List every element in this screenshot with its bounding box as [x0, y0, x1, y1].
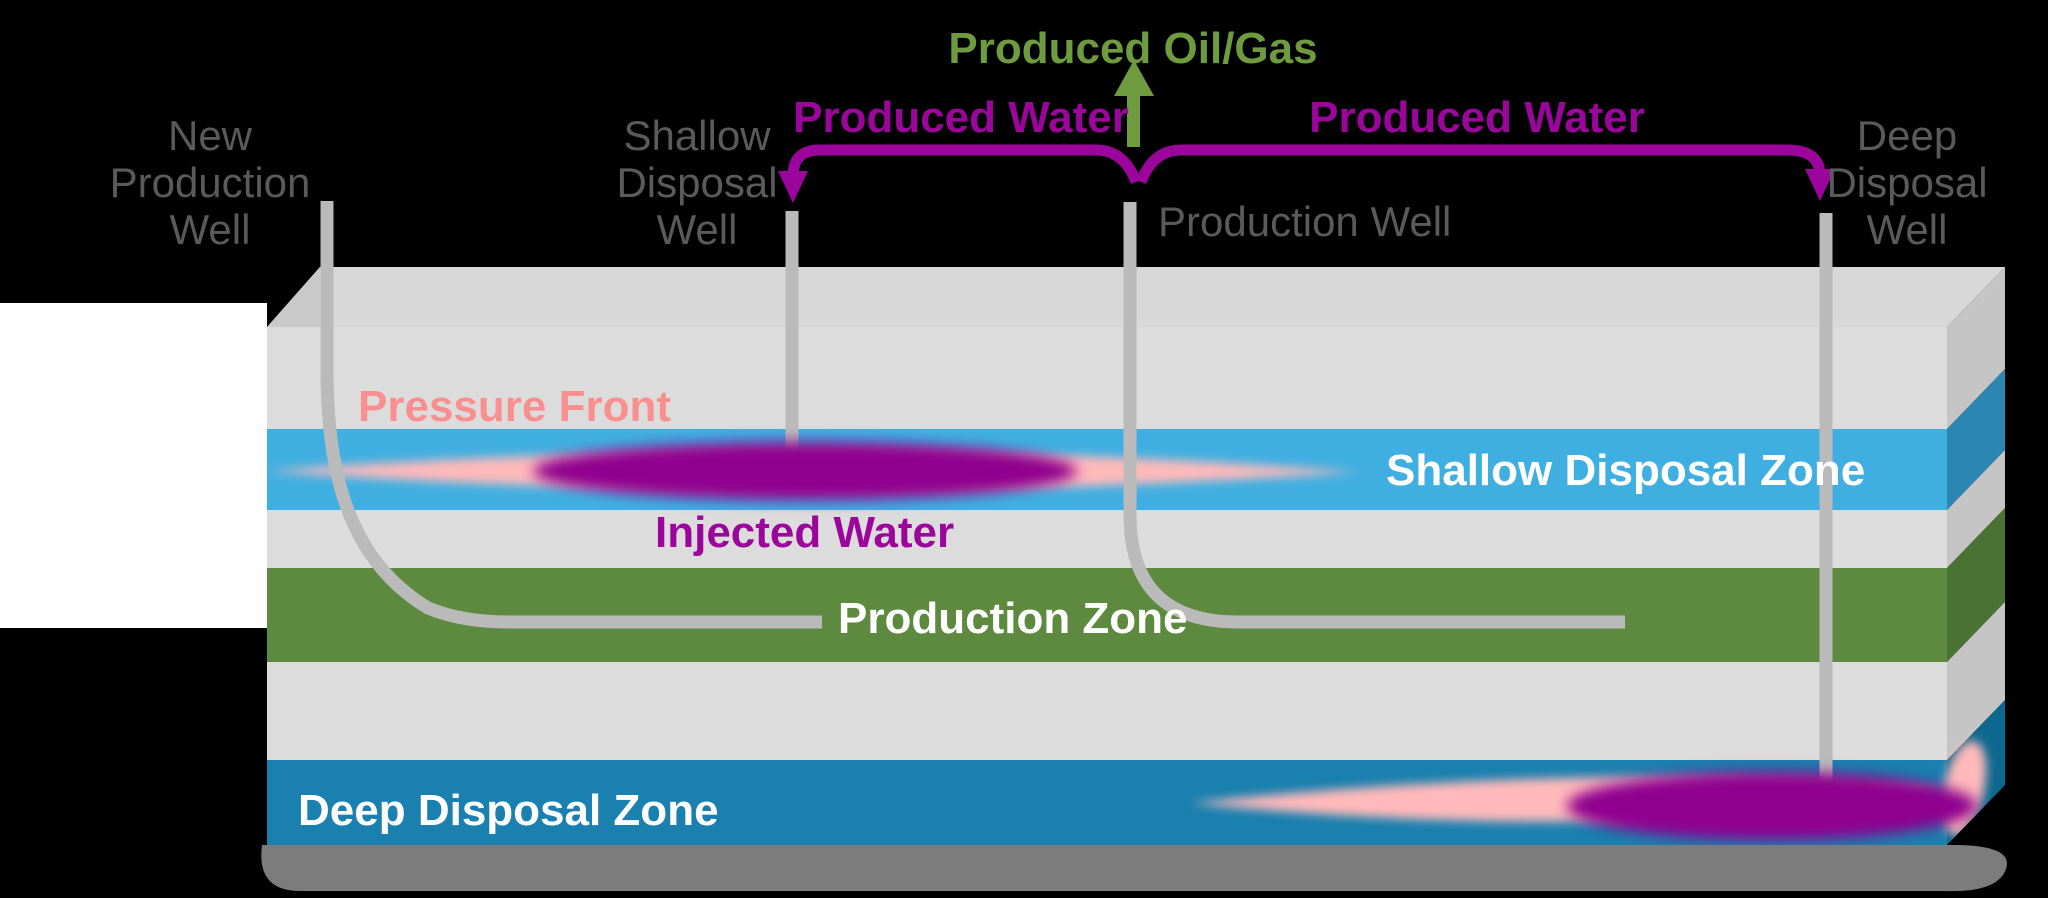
label-line: Disposal [616, 159, 778, 206]
produced-water-arrow-right [1135, 144, 1826, 185]
left-white-panel [0, 303, 267, 628]
label-line: Disposal [1826, 159, 1988, 206]
block-top-left-bevel [267, 267, 320, 327]
label-line: Shallow [623, 112, 771, 159]
shallow-disposal-zone-label: Shallow Disposal Zone [1386, 446, 1866, 495]
produced-water-arrow-left [787, 144, 1142, 185]
layer-interburden-1 [267, 510, 1947, 568]
label-line: Well [656, 206, 738, 253]
label-line: Production [109, 159, 311, 206]
production-zone-label: Production Zone [838, 594, 1188, 643]
layer-overburden-1 [267, 327, 1947, 429]
layer-interburden-2 [267, 662, 1947, 760]
produced-water-arrowhead-right [1805, 169, 1835, 201]
new-production-well-pipe [320, 201, 822, 629]
produced-water-label-left: Produced Water [793, 93, 1129, 142]
side-interburden-2 [1947, 602, 2005, 760]
side-shallow-disposal-zone [1947, 369, 2005, 510]
shallow-disposal-well-label: Shallow Disposal Well [522, 112, 872, 253]
deep-injected-water-plume [1567, 772, 1977, 840]
production-well-label: Production Well [1158, 198, 1452, 245]
block-shadow [261, 845, 2007, 892]
new-production-well-label: New Production Well [35, 112, 385, 253]
label-line: Deep [1856, 112, 1958, 159]
produced-oilgas-label: Produced Oil/Gas [948, 24, 1318, 73]
injected-water-label: Injected Water [655, 508, 955, 557]
label-line: Well [169, 206, 251, 253]
produced-water-label-right: Produced Water [1309, 93, 1645, 142]
layer-production-zone [267, 568, 1947, 662]
side-interburden-1 [1947, 450, 2005, 568]
pressure-front-label: Pressure Front [358, 382, 671, 431]
side-overburden-1 [1947, 267, 2005, 429]
produced-oilgas-arrowhead [1114, 60, 1154, 96]
label-line: New [167, 112, 253, 159]
deep-disposal-zone-label: Deep Disposal Zone [298, 786, 719, 835]
deep-disposal-well-label: Deep Disposal Well [1772, 112, 2042, 253]
side-production-zone [1947, 508, 2005, 662]
produced-water-arrowhead-left [778, 171, 808, 203]
produced-oilgas-arrow-shaft [1127, 94, 1140, 147]
production-well-pipe [1123, 202, 1625, 629]
label-line: Well [1866, 206, 1948, 253]
shallow-injected-water-plume [533, 442, 1077, 500]
